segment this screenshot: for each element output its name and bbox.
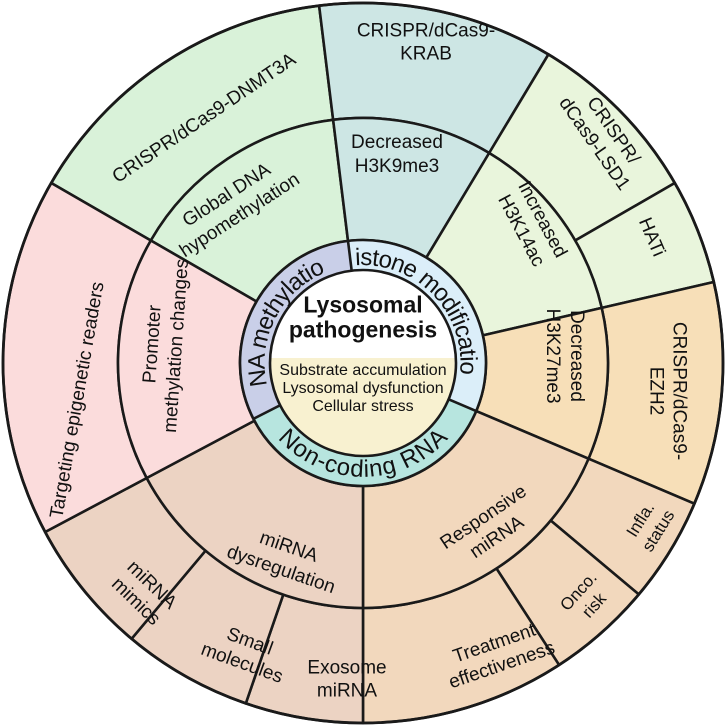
ring-non-coding-rna [253,399,477,486]
divider-ncrna-dna [252,404,281,420]
center-border [268,268,458,458]
ring-dna-methylation-lower [240,301,283,419]
label-crispr-dcas9-ezh2: CRISPR/dCas9-EZH2 [646,322,690,460]
ring-histone-modification [348,240,486,412]
divider-dna-histone [346,240,353,271]
category-ring-border [238,238,488,488]
label-decreased-h3k27me3: DecreasedH3K27me3 [543,308,588,403]
divider-histone-ncrna [448,398,477,413]
ring-dna-methylation [256,240,352,317]
label-crispr-dcas9-krab: CRISPR/dCas9-KRAB [357,20,495,64]
